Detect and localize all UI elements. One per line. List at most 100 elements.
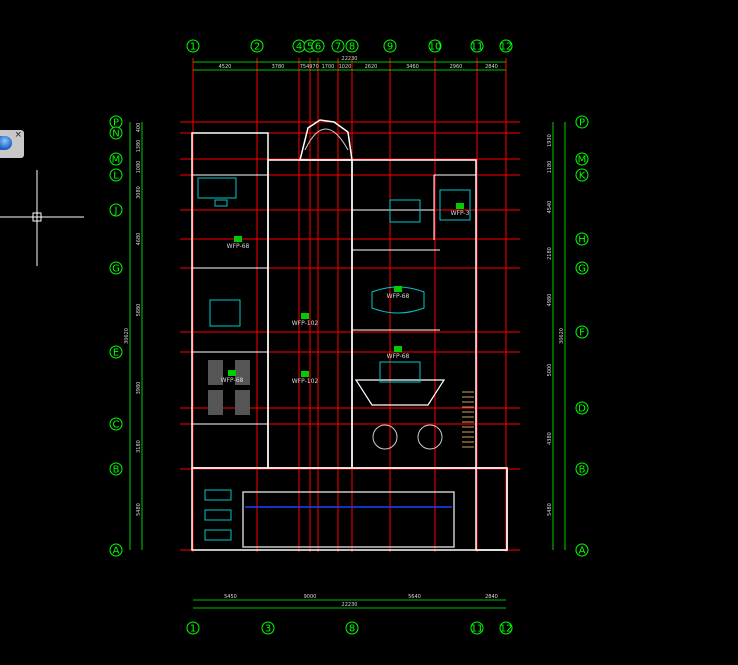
axis-bubble-label: D xyxy=(578,404,586,415)
sun-lounger xyxy=(204,509,232,521)
dimension-label: 4520 xyxy=(219,64,232,70)
dimension-label: 5000 xyxy=(547,364,553,377)
sprinkler-marker xyxy=(234,236,242,242)
axis-bubble-label: 10 xyxy=(429,42,442,53)
dimension-label: 2180 xyxy=(547,247,553,260)
dimension-total-label: 22230 xyxy=(342,56,358,62)
dimension-label: 1700 xyxy=(322,64,335,70)
sofa-right xyxy=(235,360,250,385)
bathroom-vanity xyxy=(389,199,421,223)
axis-bubble-circle xyxy=(383,39,397,53)
dimension-total-label: 30620 xyxy=(559,328,565,344)
axis-bubble-circle xyxy=(345,39,359,53)
dimension-label: 4680 xyxy=(136,233,142,246)
dimension-label: 2840 xyxy=(485,594,498,600)
dimension-label: 1080 xyxy=(136,161,142,174)
pool-basin xyxy=(242,491,455,548)
dimension-label: 3460 xyxy=(406,64,419,70)
axis-bubble-label: A xyxy=(579,546,586,557)
dimension-label: 2840 xyxy=(485,64,498,70)
axis-bubble-label: E xyxy=(113,348,119,359)
room-tag-label: WFP-68 xyxy=(387,353,410,360)
pool-deck-outline xyxy=(191,467,508,551)
axis-bubble-circle xyxy=(575,261,589,275)
axis-bubble-label: M xyxy=(112,155,121,166)
axis-gridlines xyxy=(180,58,520,552)
axis-bubble-circle xyxy=(109,543,123,557)
dimension-label: 970 xyxy=(309,64,319,70)
room-tag-label: WFP-3 xyxy=(451,210,470,217)
axis-bubble-label: 7 xyxy=(335,42,341,53)
dimension-label: 4980 xyxy=(547,294,553,307)
dimension-label: 5640 xyxy=(408,594,421,600)
axis-bubble-label: 12 xyxy=(500,624,513,635)
sprinkler-marker xyxy=(394,286,402,292)
axis-bubble-circle xyxy=(109,261,123,275)
dimension-label: 1020 xyxy=(339,64,352,70)
bay-window xyxy=(354,379,446,406)
axis-bubble-label: 4 xyxy=(296,42,302,53)
sprinkler-marker xyxy=(301,313,309,319)
bedroom-set xyxy=(439,189,471,221)
dimension-total-label: 30620 xyxy=(124,328,130,344)
axis-bubble-circle xyxy=(109,152,123,166)
sprinkler-marker xyxy=(394,346,402,352)
dimension-label: 5880 xyxy=(136,304,142,317)
dimension-label: 1380 xyxy=(136,140,142,153)
room-tag-label: WFP-102 xyxy=(292,320,319,327)
crosshair-cursor xyxy=(0,170,84,266)
dimension-label: 5450 xyxy=(224,594,237,600)
axis-bubble-label: 5 xyxy=(307,42,313,53)
axis-bubble-label: 2 xyxy=(254,42,260,53)
dimension-label: 2620 xyxy=(365,64,378,70)
axis-bubble-circle xyxy=(575,115,589,129)
dimension-label: 3180 xyxy=(136,440,142,453)
furniture-layer xyxy=(197,177,471,541)
axis-bubble-label: 9 xyxy=(387,42,393,53)
dimension-label: 3980 xyxy=(136,382,142,395)
axis-bubble-label: 8 xyxy=(349,624,355,635)
axis-bubble-circle xyxy=(575,232,589,246)
dimension-label: 5480 xyxy=(547,503,553,516)
dimension-label: 9000 xyxy=(304,594,317,600)
spiral-stair xyxy=(304,128,349,151)
room-tag-label: WFP-68 xyxy=(387,293,410,300)
axis-bubble-circle xyxy=(470,39,484,53)
axis-bubble-label: P xyxy=(113,118,119,129)
axis-bubble-circle xyxy=(499,39,513,53)
close-icon[interactable]: × xyxy=(14,130,22,140)
axis-bubble-circle xyxy=(186,621,200,635)
axis-bubble-circle xyxy=(499,621,513,635)
sprinkler-marker xyxy=(456,203,464,209)
axis-bubble-label: 11 xyxy=(471,624,484,635)
axis-bubble-label: N xyxy=(112,129,119,140)
axis-bubble-label: H xyxy=(578,235,586,246)
room-tag-label: WFP-68 xyxy=(227,243,250,250)
axis-bubble-circle xyxy=(109,126,123,140)
axis-bubble-circle xyxy=(428,39,442,53)
axis-bubble-circle xyxy=(345,621,359,635)
axis-bubble-label: 12 xyxy=(500,42,513,53)
axis-bubble-circle xyxy=(575,152,589,166)
sprinkler-marker xyxy=(301,371,309,377)
sprinkler-marker xyxy=(228,370,236,376)
dimension-label: 4540 xyxy=(547,201,553,214)
axis-bubble-label: 1 xyxy=(190,42,196,53)
navigation-wheel-button[interactable]: × xyxy=(0,130,24,158)
axis-bubble-circle xyxy=(331,39,345,53)
dimension-label: 3080 xyxy=(136,186,142,199)
dimension-label: 4380 xyxy=(547,432,553,445)
navigation-globe-icon xyxy=(0,136,12,150)
axis-bubble-circle xyxy=(575,168,589,182)
axis-bubble-label: 1 xyxy=(190,624,196,635)
axis-bubble-circle xyxy=(575,462,589,476)
axis-bubble-circle xyxy=(311,39,325,53)
stair-tower xyxy=(299,119,353,161)
axis-bubble-circle xyxy=(575,325,589,339)
lounge-table xyxy=(379,361,421,383)
axis-bubble-label: G xyxy=(578,264,586,275)
sun-lounger xyxy=(204,489,232,501)
